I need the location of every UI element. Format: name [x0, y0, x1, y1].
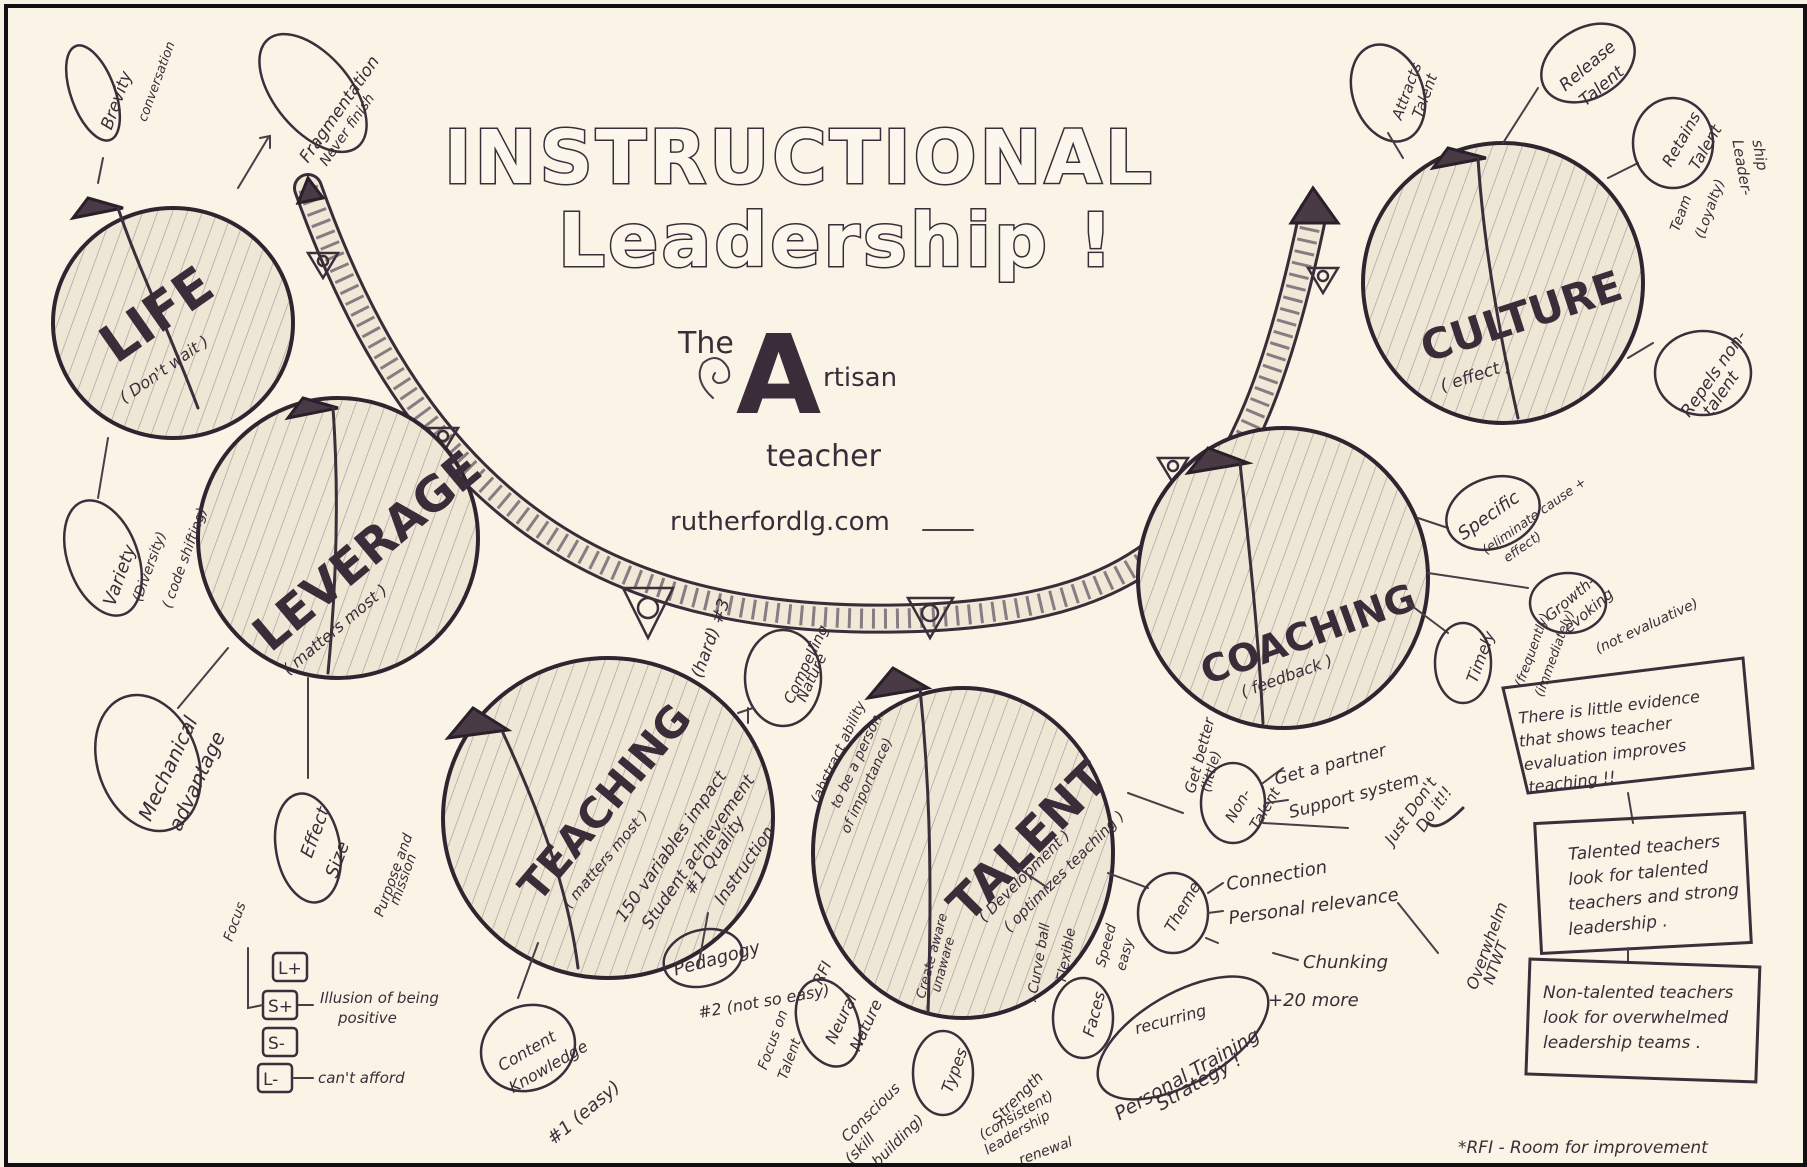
- title-line1: INSTRUCTIONAL: [444, 115, 1155, 201]
- box3-line3: leadership teams .: [1543, 1033, 1701, 1053]
- sketch-canvas: INSTRUCTIONAL Leadership ! The A rtisan …: [4, 4, 1807, 1167]
- circle-life: LIFE ( Don't wait ): [51, 196, 295, 440]
- leverage-notes: Mechanical advantage Effect Size Purpose…: [94, 647, 439, 1094]
- positive-label: positive: [337, 1009, 397, 1027]
- brand-url: rutherfordlg.com: [670, 507, 890, 537]
- key-l-plus: L+: [278, 959, 302, 979]
- team2-label: (Loyalty): [1692, 177, 1728, 241]
- circle-coaching: COACHING ( feedback ): [1136, 426, 1430, 730]
- brand-teacher: teacher: [766, 439, 882, 474]
- key-l-minus: L-: [263, 1070, 278, 1090]
- teaching-tab: [444, 706, 513, 740]
- culture-tab: [1429, 146, 1487, 171]
- life-tab: [69, 196, 124, 221]
- conversation-label: conversation: [136, 40, 179, 124]
- team1-label: Team: [1667, 193, 1695, 234]
- talent-tab: [864, 666, 933, 701]
- key-s-minus: S-: [268, 1034, 285, 1054]
- strength4-label: renewal: [1017, 1134, 1075, 1163]
- non-talented-box: Non-talented teachers look for overwhelm…: [1524, 957, 1762, 1084]
- faces-label: Faces: [1079, 989, 1109, 1038]
- theme-label: Theme: [1161, 878, 1205, 935]
- focus-label: Focus: [221, 900, 250, 944]
- chunking-label: Chunking: [1303, 952, 1388, 973]
- coaching-tab: [1184, 446, 1254, 476]
- box2-line4: leadership .: [1567, 911, 1668, 940]
- brevity-label: Brevity: [97, 68, 137, 133]
- circle-culture: CULTURE ( effect ): [1361, 141, 1645, 425]
- check-swoosh: [1426, 806, 1465, 828]
- nontalent-label2: Talent: [1246, 784, 1285, 833]
- easy-label: easy: [1113, 936, 1137, 972]
- recurring-label: recurring: [1133, 1001, 1209, 1038]
- quadrant-keys: L+ S+ S- L-: [247, 947, 309, 1094]
- footnote: *RFI - Room for improvement: [1458, 1138, 1709, 1158]
- pedagogy-note: #2 (not so easy): [697, 980, 831, 1022]
- size-label: Size: [322, 839, 354, 881]
- brand-the: The: [677, 326, 734, 361]
- box3-line1: Non-talented teachers: [1543, 983, 1733, 1003]
- personal-label: Personal Training: [1111, 1024, 1264, 1125]
- connection-label: Connection: [1225, 857, 1329, 895]
- brand-swirl: [698, 357, 731, 399]
- leadership2-label: ship: [1748, 138, 1771, 172]
- arc-arrow-head: [1288, 185, 1341, 225]
- illusion-label: Illusion of being: [320, 989, 439, 1007]
- brand-big-a: A: [736, 311, 821, 439]
- content-note: #1 (easy): [543, 1076, 624, 1149]
- timely1-label: Timely: [1463, 628, 1499, 685]
- brand-rtisan: rtisan: [823, 363, 897, 393]
- relevance-label: Personal relevance: [1227, 884, 1400, 929]
- talented-box: Talented teachers look for talented teac…: [1533, 811, 1753, 955]
- types-label: Types: [938, 1045, 972, 1095]
- circle-leverage: LEVERAGE ( matters most ): [196, 396, 492, 680]
- arc-tail: [295, 174, 326, 206]
- key-s-plus: S+: [268, 997, 293, 1017]
- circle-talent: TALENT ( Development ) ( optimizes teach…: [811, 666, 1128, 1020]
- more-label: +20 more: [1268, 990, 1359, 1011]
- cant-afford-label: can't afford: [318, 1069, 405, 1087]
- circle-teaching: TEACHING ( matters most ) 150 variables …: [441, 656, 779, 980]
- title-line2: Leadership !: [558, 198, 1116, 284]
- instructional-leadership-diagram: INSTRUCTIONAL Leadership ! The A rtisan …: [51, 22, 1772, 1163]
- evidence-box: There is little evidence that shows teac…: [1501, 656, 1755, 797]
- coaching-notes: Specific (eliminate cause + effect) Time…: [1407, 475, 1701, 705]
- box3-line2: look for overwhelmed: [1543, 1008, 1728, 1028]
- leverage-tab: [284, 396, 339, 421]
